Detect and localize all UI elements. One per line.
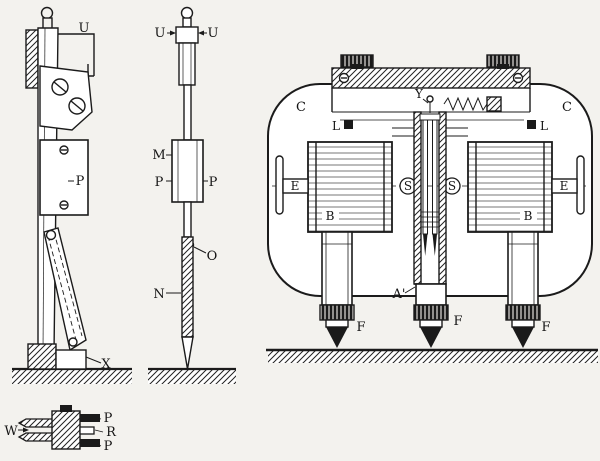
fig4-pen-bottom: [80, 439, 100, 447]
label-l-right-fig3: L: [540, 119, 548, 133]
fig3-cylinder-right: [467, 141, 553, 233]
fig3-ground-hatch: [268, 350, 598, 363]
fig4-prong-top: [17, 418, 57, 428]
label-c-left-fig3: C: [296, 100, 306, 115]
label-p-left-fig2: P: [155, 175, 164, 190]
fig3-l-bolt-left: [344, 120, 353, 129]
label-p-fig1: P: [76, 174, 85, 189]
fig3-lower-cylinder-center: [415, 283, 447, 306]
fig3-column-wall-left: [413, 111, 422, 285]
fig3-spring: [443, 96, 488, 112]
fig1-base-block: [27, 343, 57, 370]
fig1-standard-lever: U P X: [12, 6, 132, 384]
fig4-prong-bottom: [17, 432, 57, 442]
fig3-foot-right: [505, 304, 541, 348]
fig4-clamp-block: [51, 410, 81, 450]
fig4-pen-clamp: W P R P: [4, 405, 117, 454]
label-b-right-fig3: B: [524, 209, 533, 223]
label-r-fig4: R: [106, 425, 117, 440]
fig2-mp-block: [171, 139, 204, 203]
fig3-spring-anchor: [486, 96, 502, 112]
fig3-rod-left: [282, 178, 309, 194]
label-a-prime-fig3: A': [392, 287, 406, 302]
label-w-fig4: W: [4, 424, 18, 439]
fig1-foot-pad: [55, 349, 87, 370]
fig1-diagonal-lever: [43, 227, 87, 352]
fig3-l-bolt-right: [527, 120, 536, 129]
label-x-fig1: X: [101, 357, 111, 372]
fig1-wall-bracket: [25, 29, 39, 89]
label-p-bottom-fig4: P: [104, 439, 113, 454]
label-p-right-fig2: P: [209, 175, 218, 190]
fig3-top-platform: [331, 67, 531, 89]
label-y-fig3: Y: [414, 87, 424, 101]
label-l-left-fig3: L: [332, 119, 340, 133]
fig2-hatched-shank: [181, 236, 194, 338]
label-m-fig2: M: [152, 148, 165, 163]
label-u-fig1: U: [79, 21, 90, 36]
fig1-finial-ball: [40, 6, 54, 20]
fig3-y-pin: [426, 95, 434, 103]
fig3-foot-center: [413, 304, 449, 348]
fig2-needle-point: [181, 336, 194, 370]
label-n-fig2: N: [153, 287, 164, 302]
label-b-left-fig3: B: [326, 209, 335, 223]
fig2-sleeve: [178, 42, 196, 86]
fig2-arrow-left: [170, 30, 176, 36]
label-f-center-fig3: F: [453, 314, 462, 329]
fig3-column-wall-right: [438, 111, 447, 285]
fig2-top-clamp: [175, 26, 199, 44]
label-o-fig2: O: [207, 249, 218, 264]
label-p-top-fig4: P: [104, 411, 113, 426]
fig3-cylinder-left: [307, 141, 393, 233]
fig1-u-rod: [58, 33, 95, 76]
fig3-foot-left: [319, 304, 355, 348]
fig1-pivot-plate: [39, 65, 93, 131]
fig3-case-section: C C Y L L E E S S B B A' F F F: [266, 54, 598, 363]
fig3-rod-right: [551, 178, 578, 194]
fig2-finial-ball: [180, 6, 194, 20]
label-e-left-fig3: E: [291, 179, 300, 193]
fig2-plumb-rod: U U M P P O N: [148, 6, 236, 384]
label-e-right-fig3: E: [560, 179, 569, 193]
fig2-lower-rod: [183, 201, 192, 238]
fig3-t-handle-right: [576, 155, 585, 215]
fig2-arrow-right: [198, 30, 204, 36]
label-f-left-fig3: F: [356, 320, 365, 335]
fig4-bolt-head: [60, 405, 72, 412]
label-s-right-fig3: S: [448, 179, 456, 193]
label-s-left-fig3: S: [404, 179, 412, 193]
fig3-lower-cylinder-left: [321, 231, 353, 306]
label-u-left-fig2: U: [155, 26, 166, 41]
fig3-t-handle-left: [275, 155, 284, 215]
fig4-arrow: [23, 427, 29, 433]
fig3-lower-cylinder-right: [507, 231, 539, 306]
label-c-right-fig3: C: [562, 100, 572, 115]
fig1-ground-hatch: [12, 369, 132, 384]
fig2-ground-hatch: [148, 369, 236, 384]
fig4-ribbon: [79, 426, 95, 435]
label-u-right-fig2: U: [208, 26, 219, 41]
label-f-right-fig3: F: [541, 320, 550, 335]
fig4-pen-top: [80, 414, 100, 422]
fig2-upper-rod: [183, 84, 192, 141]
